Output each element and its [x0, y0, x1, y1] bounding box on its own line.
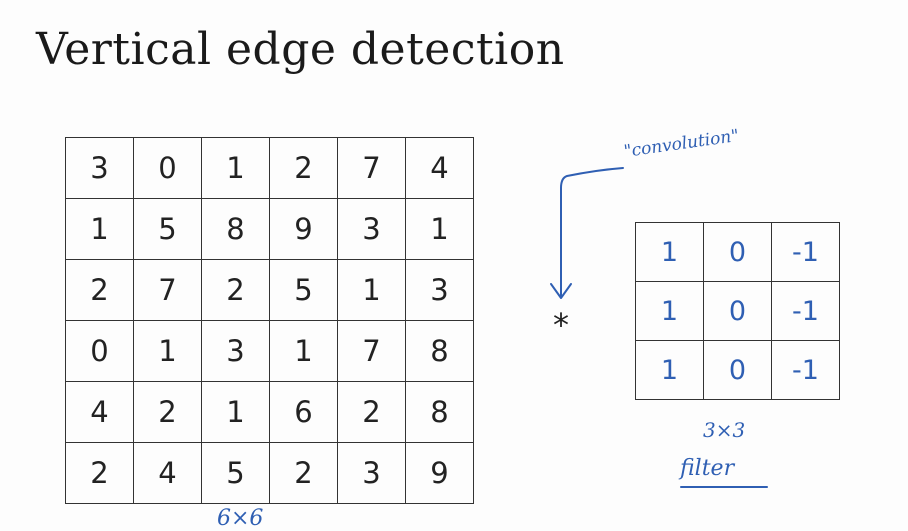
- input-cell: 2: [65, 259, 134, 321]
- input-cell: 1: [269, 320, 338, 382]
- filter-cell: 1: [635, 340, 704, 400]
- input-cell: 7: [133, 259, 202, 321]
- input-cell: 1: [405, 198, 474, 260]
- input-size-label: 6×6: [217, 506, 264, 531]
- input-cell: 2: [269, 442, 338, 504]
- filter-cell: 1: [635, 281, 704, 341]
- input-matrix-row: 2 7 2 5 1 3: [65, 259, 474, 321]
- input-cell: 3: [337, 198, 406, 260]
- input-matrix-row: 2 4 5 2 3 9: [65, 442, 474, 504]
- input-cell: 5: [269, 259, 338, 321]
- input-cell: 8: [405, 320, 474, 382]
- input-cell: 4: [65, 381, 134, 443]
- input-cell: 6: [269, 381, 338, 443]
- input-cell: 9: [269, 198, 338, 260]
- input-matrix-row: 0 1 3 1 7 8: [65, 320, 474, 382]
- filter-cell: 0: [703, 222, 772, 282]
- convolution-operator: *: [553, 306, 569, 344]
- input-cell: 3: [201, 320, 270, 382]
- filter-matrix: 1 0 -1 1 0 -1 1 0 -1: [635, 222, 840, 400]
- input-cell: 2: [201, 259, 270, 321]
- input-cell: 1: [201, 381, 270, 443]
- filter-matrix-row: 1 0 -1: [635, 340, 840, 400]
- input-cell: 2: [337, 381, 406, 443]
- filter-matrix-row: 1 0 -1: [635, 222, 840, 282]
- filter-label-underline: [680, 486, 768, 488]
- input-cell: 7: [337, 137, 406, 199]
- input-cell: 2: [269, 137, 338, 199]
- input-cell: 7: [337, 320, 406, 382]
- down-arrow-icon: [550, 167, 624, 299]
- input-cell: 4: [405, 137, 474, 199]
- filter-cell: 1: [635, 222, 704, 282]
- input-cell: 5: [133, 198, 202, 260]
- input-matrix: 3 0 1 2 7 4 1 5 8 9 3 1 2 7 2 5 1 3: [65, 137, 474, 504]
- input-cell: 1: [337, 259, 406, 321]
- input-cell: 0: [133, 137, 202, 199]
- input-cell: 1: [201, 137, 270, 199]
- input-cell: 2: [65, 442, 134, 504]
- input-matrix-row: 3 0 1 2 7 4: [65, 137, 474, 199]
- input-cell: 8: [201, 198, 270, 260]
- input-cell: 5: [201, 442, 270, 504]
- input-cell: 3: [65, 137, 134, 199]
- input-matrix-row: 1 5 8 9 3 1: [65, 198, 474, 260]
- input-cell: 2: [133, 381, 202, 443]
- filter-cell: -1: [771, 340, 840, 400]
- slide-title: Vertical edge detection: [36, 24, 565, 75]
- filter-label: filter: [680, 456, 735, 481]
- input-cell: 1: [65, 198, 134, 260]
- filter-cell: -1: [771, 222, 840, 282]
- filter-matrix-row: 1 0 -1: [635, 281, 840, 341]
- input-cell: 4: [133, 442, 202, 504]
- input-cell: 0: [65, 320, 134, 382]
- input-cell: 1: [133, 320, 202, 382]
- filter-size-label: 3×3: [703, 418, 746, 442]
- convolution-annotation: "convolution": [622, 125, 741, 162]
- input-matrix-row: 4 2 1 6 2 8: [65, 381, 474, 443]
- input-cell: 8: [405, 381, 474, 443]
- filter-cell: 0: [703, 340, 772, 400]
- input-cell: 3: [405, 259, 474, 321]
- filter-cell: -1: [771, 281, 840, 341]
- filter-cell: 0: [703, 281, 772, 341]
- input-cell: 9: [405, 442, 474, 504]
- input-cell: 3: [337, 442, 406, 504]
